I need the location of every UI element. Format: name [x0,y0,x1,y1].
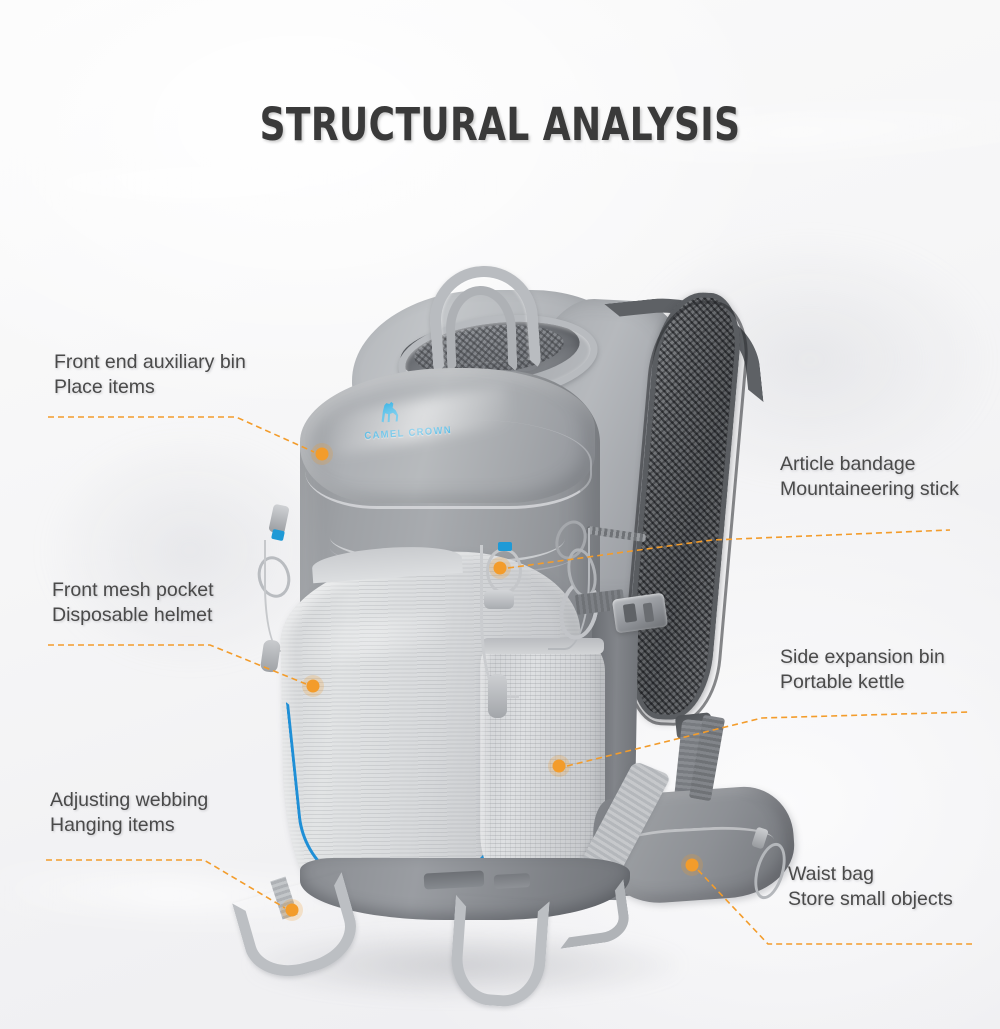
center-cord-toggle-upper [484,590,514,609]
base-tab [493,873,531,889]
buckle-slot [622,603,638,623]
bottom-base [300,858,630,920]
callout-subtitle-side-expansion-bin: Portable kettle [780,671,905,693]
center-cord-toggle-lower [488,674,507,718]
page-title: STRUCTURAL ANALYSIS [259,98,741,151]
lid-seam [305,420,592,509]
callout-subtitle-front-end-auxiliary-bin: Place items [54,376,155,398]
callout-subtitle-front-mesh-pocket: Disposable helmet [52,604,213,626]
callout-subtitle-waist-bag: Store small objects [788,888,953,910]
callout-title-article-bandage: Article bandage [780,453,916,475]
callout-subtitle-article-bandage: Mountaineering stick [780,478,959,500]
callout-title-front-mesh-pocket: Front mesh pocket [52,579,214,601]
callout-title-front-end-auxiliary-bin: Front end auxiliary bin [54,351,246,373]
callout-subtitle-adjusting-webbing: Hanging items [50,814,175,836]
callout-title-adjusting-webbing: Adjusting webbing [50,789,209,811]
base-tab [423,870,485,890]
cord-toggle [259,638,282,674]
callout-title-waist-bag: Waist bag [788,863,874,885]
product-shadow [250,930,680,1000]
camel-logo-icon [371,395,407,431]
strap-buckle [611,592,669,634]
callout-title-side-expansion-bin: Side expansion bin [780,646,945,668]
